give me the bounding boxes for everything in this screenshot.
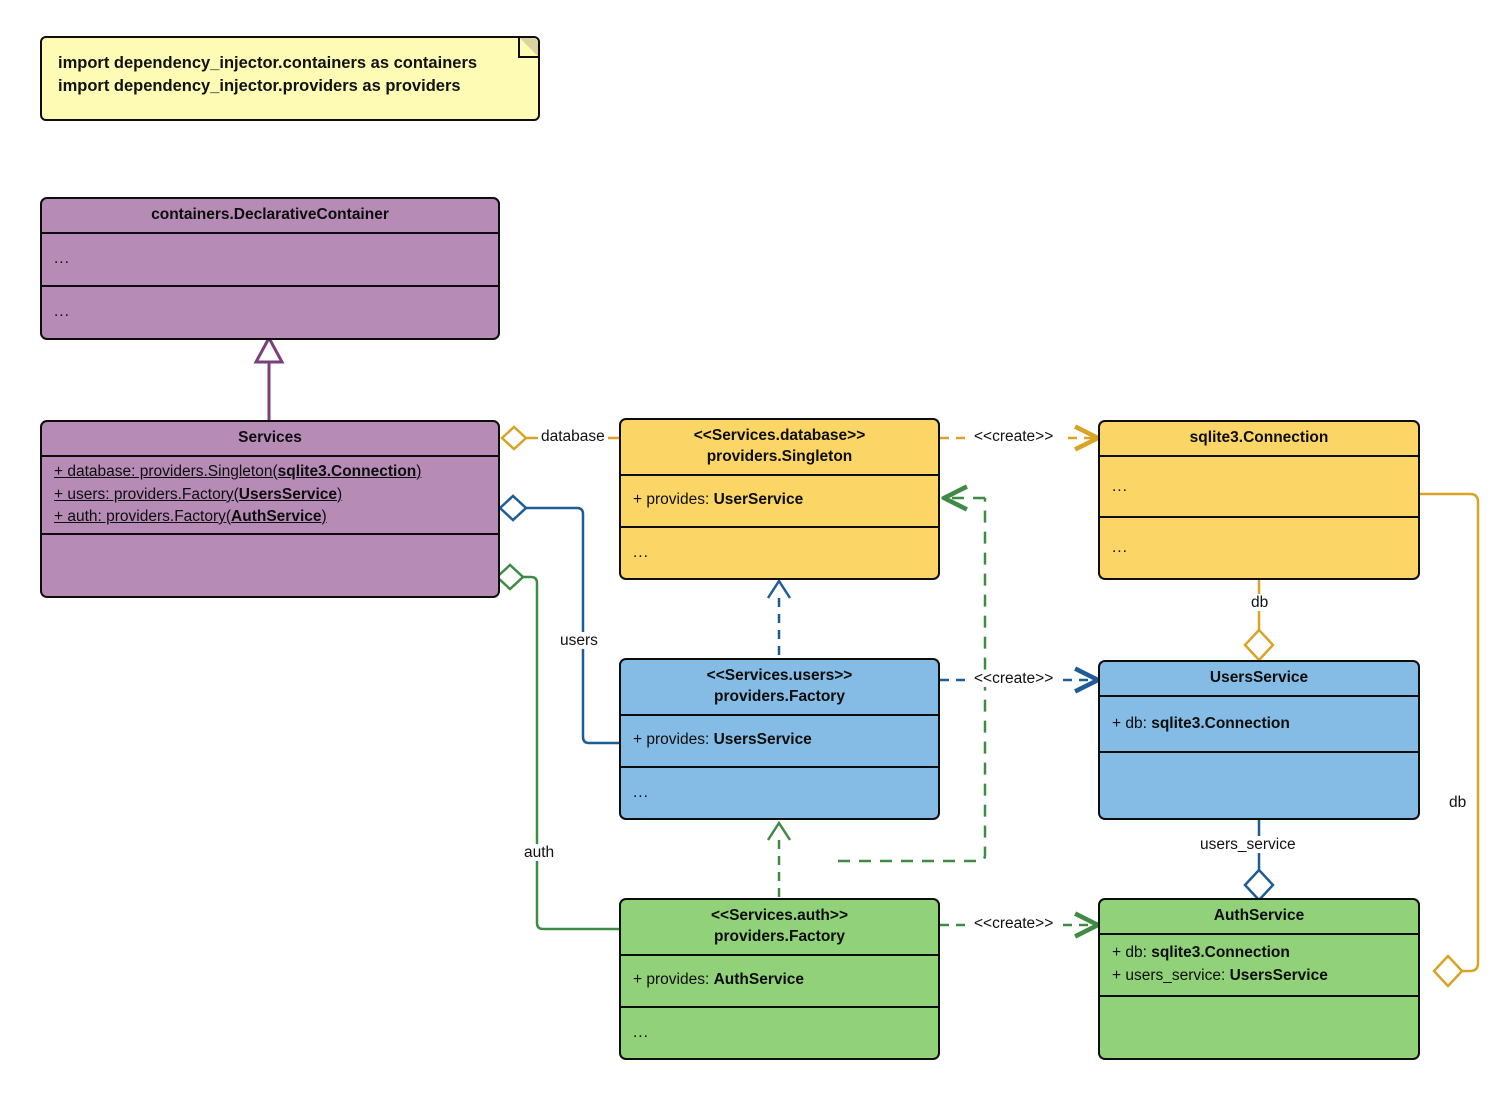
edge-label-users: users (557, 632, 601, 650)
edge-label-users-service: users_service (1197, 836, 1299, 854)
class-services-database-provider-attributes: + provides: UserService (621, 473, 938, 526)
stereotype: <<Services.users>> (706, 667, 853, 684)
provider-type: providers.Factory (714, 927, 845, 945)
class-services-attribute-database: + database: providers.Singleton(sqlite3.… (54, 463, 422, 481)
imports-note-text: import dependency_injector.containers as… (58, 54, 478, 96)
class-services-users-provider[interactable]: <<Services.users>> providers.Factory + p… (619, 658, 940, 820)
class-services-users-provider-attributes: + provides: UsersService (621, 713, 938, 766)
class-services-auth-provider[interactable]: <<Services.auth>> providers.Factory + pr… (619, 898, 940, 1060)
class-services-users-provider-title: <<Services.users>> providers.Factory (621, 660, 938, 714)
class-declarative-container-title: containers.DeclarativeContainer (151, 206, 389, 223)
class-services-database-provider-title: <<Services.database>> providers.Singleto… (621, 420, 938, 474)
edge-aggregation-users (498, 494, 619, 745)
class-auth-service-attributes: + db: sqlite3.Connection + users_service… (1100, 932, 1418, 995)
class-declarative-container-methods: ... (54, 303, 70, 321)
class-services-auth-provider-methods: ... (633, 1023, 649, 1041)
class-users-service-title: UsersService (1209, 669, 1309, 686)
class-services-title: Services (238, 429, 302, 446)
class-services-attributes: + database: providers.Singleton(sqlite3.… (42, 454, 498, 533)
class-services-database-provider[interactable]: <<Services.database>> providers.Singleto… (619, 418, 940, 580)
class-services-auth-provider-title: <<Services.auth>> providers.Factory (621, 900, 938, 954)
edge-aggregation-users-service (1243, 820, 1275, 902)
stereotype: <<Services.database>> (693, 427, 866, 444)
class-auth-service-methods (1100, 1019, 1418, 1035)
edge-generalization-services (253, 334, 285, 420)
class-services-attribute-users: + users: providers.Factory(UsersService) (54, 485, 343, 503)
edge-label-db-auth: db (1446, 794, 1470, 812)
stereotype: <<Services.auth>> (710, 907, 848, 924)
class-sqlite3-connection[interactable]: sqlite3.Connection ... ... (1098, 420, 1420, 580)
edge-aggregation-db-users (1243, 580, 1275, 662)
edge-label-db-users: db (1248, 594, 1272, 612)
edge-dashed-users-to-database (766, 578, 792, 655)
class-sqlite3-connection-title: sqlite3.Connection (1189, 429, 1329, 446)
class-services-attribute-auth: + auth: providers.Factory(AuthService) (54, 508, 327, 525)
edge-aggregation-db-auth (1420, 492, 1480, 988)
class-sqlite3-connection-methods: ... (1112, 539, 1128, 557)
class-services-auth-provider-attributes: + provides: AuthService (621, 953, 938, 1006)
class-users-service-attributes: + db: sqlite3.Connection (1100, 694, 1418, 751)
edge-label-create-auth: <<create>> (971, 915, 1057, 933)
edge-label-auth: auth (521, 844, 558, 862)
edge-dashed-auth-to-users (766, 820, 792, 897)
class-services[interactable]: Services + database: providers.Singleton… (40, 420, 500, 598)
class-services-database-provider-methods: ... (633, 543, 649, 561)
class-declarative-container-attributes: ... (54, 250, 70, 268)
note-fold-corner (518, 38, 538, 58)
class-auth-service-title: AuthService (1213, 907, 1305, 924)
class-services-methods (42, 557, 498, 573)
edge-label-create-users: <<create>> (971, 670, 1057, 688)
edge-label-create-database: <<create>> (971, 428, 1057, 446)
provider-type: providers.Factory (714, 687, 845, 705)
class-users-service[interactable]: UsersService + db: sqlite3.Connection (1098, 660, 1420, 820)
class-auth-service[interactable]: AuthService + db: sqlite3.Connection + u… (1098, 898, 1420, 1060)
edge-label-database: database (538, 428, 608, 446)
edge-aggregation-auth (495, 563, 619, 931)
class-users-service-methods (1100, 777, 1418, 793)
provider-type: providers.Singleton (706, 447, 853, 465)
class-sqlite3-connection-attributes: ... (1112, 477, 1128, 495)
class-declarative-container[interactable]: containers.DeclarativeContainer ... ... (40, 197, 500, 340)
class-services-users-provider-methods: ... (633, 783, 649, 801)
imports-note: import dependency_injector.containers as… (40, 36, 540, 121)
